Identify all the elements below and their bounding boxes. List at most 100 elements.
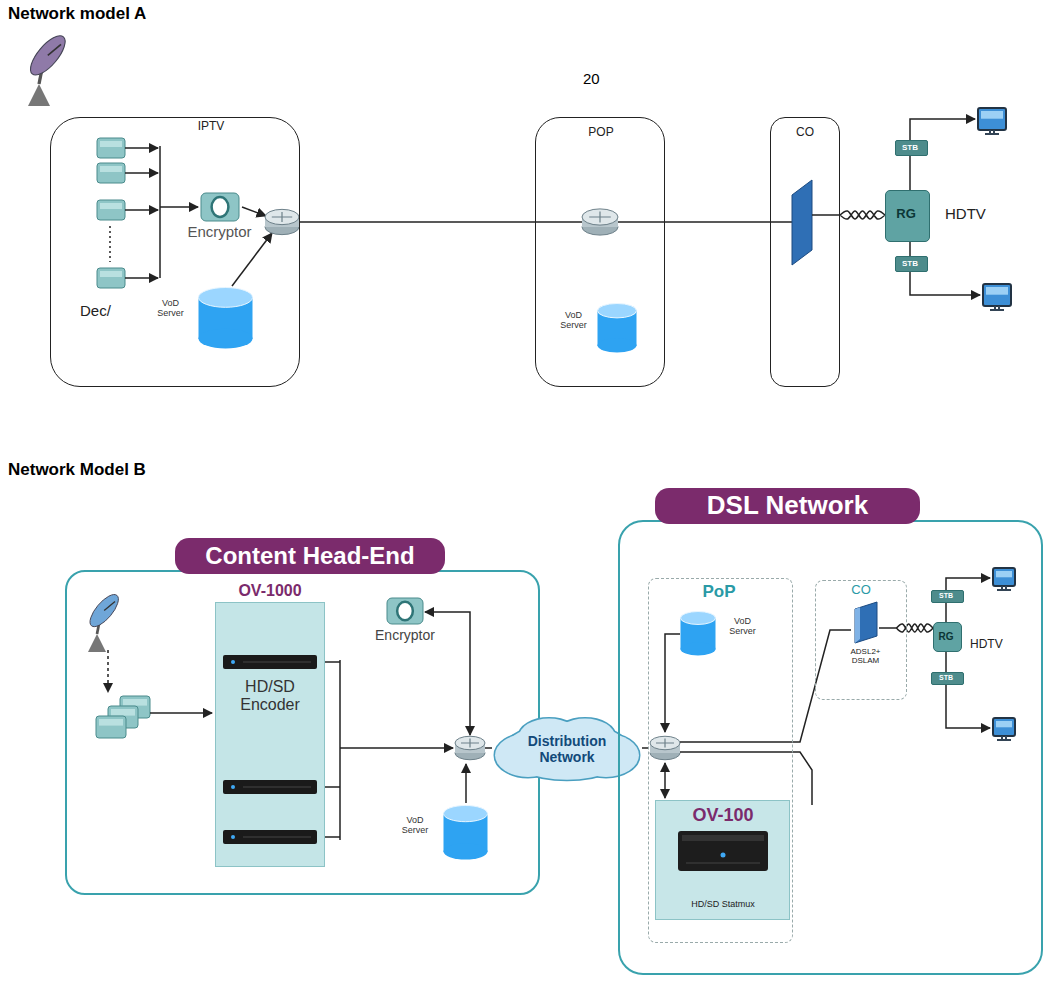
cyl-icon-part [597,338,636,352]
product-name: OV-100 [661,805,786,826]
hdtv-monitor [983,284,1011,310]
vod-server: VoD Server [555,295,655,365]
page-number: 20 [583,70,613,87]
decoder-symbol [97,268,125,288]
decoder-symbol-part [100,203,122,209]
dev-icon-part [682,835,764,841]
panel-icon-part [243,662,311,663]
hdtv-monitor-part [978,108,1006,130]
enc-icon-part [211,197,228,217]
node-label: Distribution Network [512,733,622,765]
cyl-icon-part [680,642,715,655]
video-out [946,578,990,590]
decoder-symbol-part [97,163,125,183]
feed-bus [159,146,161,278]
central-office-box: CO [770,117,840,387]
decoder-label: Dec/ [80,302,125,319]
satellite-dish-part [25,30,71,80]
feed-arrow [150,712,212,714]
enc-icon-part [397,602,413,620]
feed-arrow [160,206,198,208]
decoder-symbol-part [123,699,147,706]
node-label: VoD Server [555,310,593,331]
cyl-icon [597,303,637,353]
decoder-symbol [97,200,125,220]
residential-gateway: RG [933,622,962,652]
set-top-box: STB [931,590,964,603]
node-label: STB [896,143,924,152]
set-top-box: STB [895,256,928,272]
link-line [945,652,947,672]
link-line [945,603,947,622]
hdtv-monitor-part [990,306,1004,310]
cyl-icon [198,287,253,349]
hdtv-monitor-part [983,284,1011,306]
hdtv-monitor-part [985,130,999,134]
panel-icon-part [243,837,311,838]
cyl-icon-part [444,806,488,822]
router-symbol [582,209,618,235]
panel-icon-part [231,785,235,789]
router-symbol-part [272,212,292,222]
set-top-box: STB [931,672,964,685]
cloud-stub [485,747,492,749]
hdtv-monitor [993,718,1015,740]
display-label: HDTV [970,638,1010,652]
statmux-link [664,763,666,798]
panel-icon-part [216,603,325,867]
iptv-headend-box: IPTV EncryptorVoD Server [50,117,300,387]
dslam-stub [812,214,840,216]
vod-link [232,233,272,286]
node-label: HD/SD Encoder [220,678,320,715]
panel-icon [215,602,325,867]
encryptor-icon: Encryptor [365,595,449,647]
box-title: CO [831,583,891,598]
dev-icon-part [720,852,725,857]
dslam: ADSL2+ DSLAM [835,600,897,672]
router-symbol-part [455,736,485,750]
node-label: STB [896,259,924,268]
dslam-symbol [792,180,812,265]
twisted-pair [840,211,885,219]
link-line [665,221,770,223]
dslam-icon-part [855,607,860,643]
node-label: VoD Server [150,298,192,319]
decoder-symbol-part [99,719,123,726]
hdtv-monitor-part [981,111,1003,119]
hdtv-monitor-part [993,568,1015,586]
cyl-icon-part [444,843,488,859]
product-name: OV-1000 [215,582,325,600]
encoder-out [325,836,340,838]
encoder-bus [339,660,341,840]
panel-icon-part [223,780,317,794]
twisted-pair [897,624,934,632]
cyl-icon-part [597,303,636,317]
panel-icon-part [243,787,311,788]
decoder-symbol-part [96,716,126,738]
region-tab: DSL Network [655,488,920,524]
node-label: VoD Server [722,616,764,637]
decoder-symbol-part [111,709,135,716]
enc-icon-part [387,598,423,624]
router-symbol-part [265,209,299,224]
link-line [909,156,911,190]
satellite-dish-part [28,84,50,106]
decoder-symbol-part [97,138,125,158]
video-out [910,272,980,295]
panel-icon-part [223,830,317,844]
vod-server: VoD Server [395,800,495,865]
hdtv-monitor-part [996,721,1012,727]
satellite-dish-part [48,44,61,55]
pop-box: POPVoD Server [535,117,665,387]
box-title: IPTV [181,120,241,134]
node-label: Encryptor [365,627,445,643]
cyl-icon [680,611,716,656]
trunk-stub [770,221,792,223]
encryptor-icon: Encryptor [170,192,274,244]
central-office-region: CO ADSL2+ DSLAM [815,580,907,700]
dev-icon [678,831,768,871]
more-decoders [109,226,111,262]
decoder-symbol [96,716,126,738]
vod-server: VoD Server [680,608,775,670]
enc-icon-part [201,193,239,221]
